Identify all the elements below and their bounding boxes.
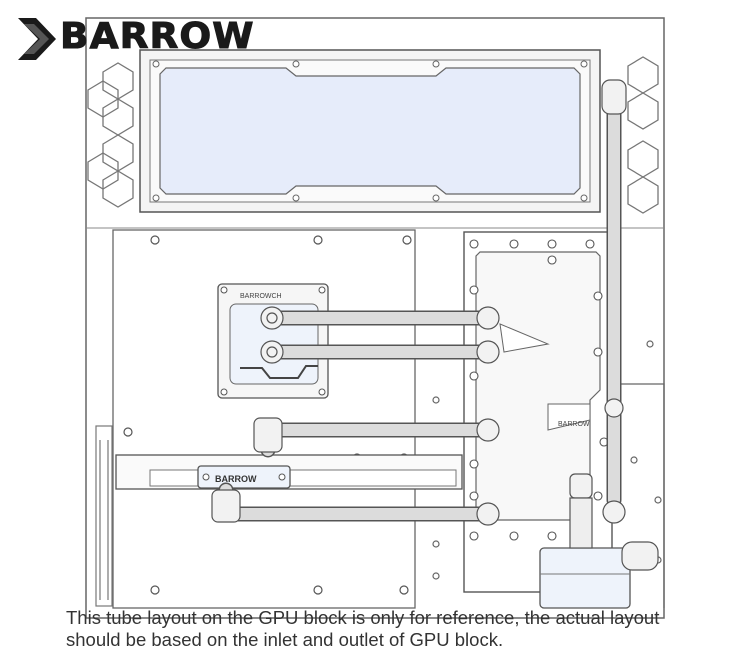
fan-grille-left <box>87 62 134 208</box>
caption-line-1: This tube layout on the GPU block is onl… <box>66 607 660 628</box>
chevron-arrow-icon <box>18 18 56 60</box>
cpu-block-label: BARROWCH <box>240 293 282 300</box>
pci-brackets <box>95 425 113 607</box>
tubes <box>218 88 622 522</box>
caption-line-2: should be based on the inlet and outlet … <box>66 629 504 650</box>
radiator <box>139 49 601 213</box>
caption: This tube layout on the GPU block is onl… <box>66 607 736 651</box>
gpu-card: BARROW <box>115 454 463 490</box>
pump <box>539 497 659 609</box>
fan-grille-right <box>627 56 659 214</box>
fittings <box>211 79 627 526</box>
gpu-bridge-label: BARROW <box>215 474 257 484</box>
brand-logo: BARROW <box>59 16 255 58</box>
reservoir-label: BARROW <box>558 421 590 428</box>
